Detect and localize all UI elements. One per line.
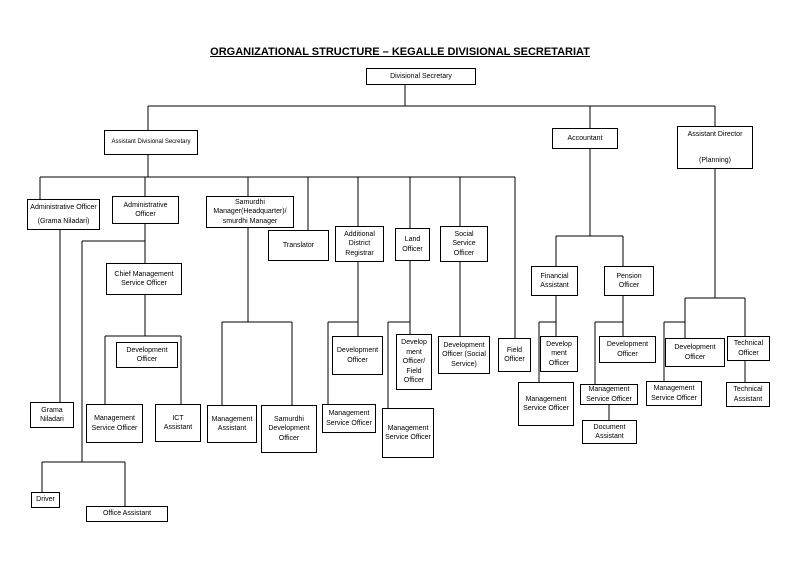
node-label: Develop ment Officer/ Field Officer bbox=[401, 339, 427, 385]
node-label: Develop ment Officer bbox=[546, 340, 572, 367]
node-accountant: Accountant bbox=[552, 128, 618, 149]
node-label: Administrative Officer bbox=[123, 201, 168, 218]
node-office-assistant: Office Assistant bbox=[86, 506, 168, 522]
node-management-assistant: Management Assistant bbox=[207, 405, 257, 443]
node-label: Management Service Officer bbox=[91, 415, 138, 432]
node-ict-assistant: ICT Assistant bbox=[155, 404, 201, 442]
node-development-officer-accounts: Develop ment Officer bbox=[540, 336, 578, 372]
node-development-officer-social: Development Officer (Social Service) bbox=[438, 336, 490, 374]
node-label: Management Service Officer bbox=[385, 424, 431, 441]
node-management-service-officer-admin: Management Service Officer bbox=[86, 404, 143, 443]
node-label: Assistant Divisional Secretary bbox=[111, 139, 191, 146]
node-administrative-officer-gn: Administrative Officer (Grama Niladari) bbox=[27, 199, 100, 230]
node-label: Development Officer bbox=[126, 346, 168, 363]
node-document-assistant: Document Assistant bbox=[582, 420, 637, 444]
node-label: Development Officer (Social Service) bbox=[442, 341, 486, 368]
node-label: Grama Niladari bbox=[40, 406, 64, 423]
node-grama-niladari: Grama Niladari bbox=[30, 402, 74, 428]
node-label: Management Service Officer bbox=[326, 410, 372, 427]
chart-title: ORGANIZATIONAL STRUCTURE – KEGALLE DIVIS… bbox=[210, 46, 590, 58]
node-label: Office Assistant bbox=[102, 510, 152, 518]
node-management-service-officer-pension: Management Service Officer bbox=[580, 384, 638, 405]
node-label: Technical Officer bbox=[733, 340, 764, 357]
node-label: Management Service Officer bbox=[586, 386, 632, 403]
node-assistant-divisional-secretary: Assistant Divisional Secretary bbox=[104, 130, 198, 155]
node-label: (Planning) bbox=[699, 156, 731, 164]
node-land-officer: Land Officer bbox=[395, 228, 430, 261]
node-label: Pension Officer bbox=[616, 272, 642, 289]
node-chief-management-service-officer: Chief Management Service Officer bbox=[106, 263, 182, 295]
node-label: Land Officer bbox=[402, 236, 423, 253]
node-development-officer-registrar: Development Officer bbox=[332, 336, 383, 375]
node-label: Samurdhi Development Officer bbox=[268, 415, 310, 442]
node-label: (Grama Niladari) bbox=[37, 217, 90, 225]
node-assistant-director: Assistant Director (Planning) bbox=[677, 126, 753, 169]
node-development-officer-planning: Development Officer bbox=[665, 338, 725, 367]
node-social-service-officer: Social Service Officer bbox=[440, 226, 488, 262]
node-management-service-officer-land: Management Service Officer bbox=[382, 408, 434, 458]
node-financial-assistant: Financial Assistant bbox=[531, 266, 578, 296]
node-label: Divisional Secretary bbox=[390, 72, 452, 80]
node-label: Field Officer bbox=[504, 346, 525, 363]
node-label: Management Assistant bbox=[211, 415, 253, 432]
node-label: ICT Assistant bbox=[163, 414, 193, 431]
node-label: Accountant bbox=[567, 134, 603, 142]
node-pension-officer: Pension Officer bbox=[604, 266, 654, 296]
node-development-officer-pension: Development Officer bbox=[599, 336, 656, 363]
node-additional-district-registrar: Additional District Registrar bbox=[335, 226, 384, 262]
node-label: Document Assistant bbox=[593, 423, 626, 440]
node-administrative-officer: Administrative Officer bbox=[112, 196, 179, 224]
node-label: Chief Management Service Officer bbox=[114, 270, 174, 287]
node-label: Translator bbox=[282, 241, 315, 249]
node-label: Technical Assistant bbox=[733, 386, 763, 403]
node-label: Social Service Officer bbox=[452, 230, 476, 257]
node-label: Management Service Officer bbox=[651, 385, 697, 402]
node-label: Samurdhi Manager(Headquarter)/ smurdhi M… bbox=[213, 198, 287, 225]
node-technical-assistant: Technical Assistant bbox=[726, 382, 770, 407]
node-management-service-officer-planning: Management Service Officer bbox=[646, 381, 702, 406]
node-management-service-officer-registrar: Management Service Officer bbox=[322, 404, 376, 433]
node-label: Additional District Registrar bbox=[344, 230, 375, 257]
node-development-officer-field: Develop ment Officer/ Field Officer bbox=[396, 334, 432, 390]
node-samurdhi-development-officer: Samurdhi Development Officer bbox=[261, 405, 317, 453]
node-label: Administrative Officer bbox=[30, 204, 97, 211]
node-development-officer-admin: Development Officer bbox=[116, 342, 178, 368]
node-driver: Driver bbox=[31, 492, 60, 508]
node-label: Development Officer bbox=[674, 344, 716, 361]
node-label: Driver bbox=[36, 496, 55, 504]
node-label: Financial Assistant bbox=[540, 272, 569, 289]
node-samurdhi-manager: Samurdhi Manager(Headquarter)/ smurdhi M… bbox=[206, 196, 294, 228]
node-technical-officer: Technical Officer bbox=[727, 336, 770, 361]
node-management-service-officer-accounts: Management Service Officer bbox=[518, 382, 574, 426]
node-label: Development Officer bbox=[336, 347, 379, 364]
node-field-officer: Field Officer bbox=[498, 338, 531, 372]
node-label: Development Officer bbox=[606, 341, 649, 358]
node-label: Assistant Director bbox=[687, 131, 743, 138]
node-translator: Translator bbox=[268, 230, 329, 261]
node-divisional-secretary: Divisional Secretary bbox=[366, 68, 476, 85]
node-label: Management Service Officer bbox=[523, 395, 569, 412]
